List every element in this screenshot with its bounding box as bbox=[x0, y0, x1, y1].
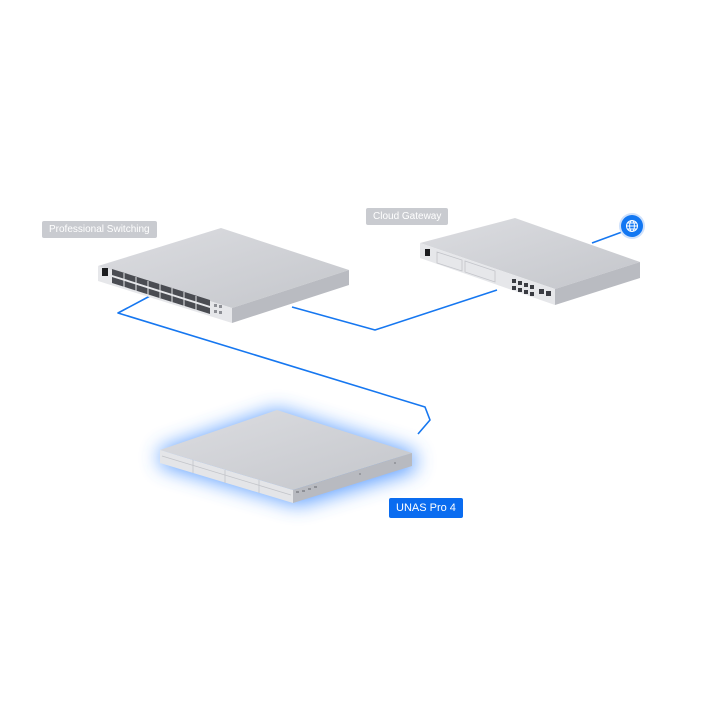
link-switch-to-nas bbox=[117, 295, 431, 435]
link-gateway-to-internet bbox=[591, 231, 623, 244]
gateway-device bbox=[420, 218, 640, 305]
nas-label[interactable]: UNAS Pro 4 bbox=[389, 498, 463, 518]
globe-icon bbox=[626, 220, 638, 232]
nas-drive-bays bbox=[161, 455, 292, 496]
gateway-drive-bays bbox=[436, 251, 496, 283]
nas-front-ports bbox=[296, 462, 396, 493]
gateway-display bbox=[425, 249, 430, 256]
gateway-ports bbox=[512, 279, 551, 296]
switch-display bbox=[102, 268, 108, 276]
switch-device bbox=[98, 228, 349, 323]
gateway-label: Cloud Gateway bbox=[366, 208, 449, 225]
connection-lines bbox=[117, 231, 623, 435]
switch-label: Professional Switching bbox=[42, 221, 157, 238]
switch-port-dividers bbox=[123, 273, 197, 310]
nas-device bbox=[160, 410, 412, 503]
switch-sfp-ports bbox=[214, 304, 222, 314]
link-switch-to-gateway bbox=[291, 289, 498, 331]
internet-node[interactable] bbox=[621, 215, 643, 237]
